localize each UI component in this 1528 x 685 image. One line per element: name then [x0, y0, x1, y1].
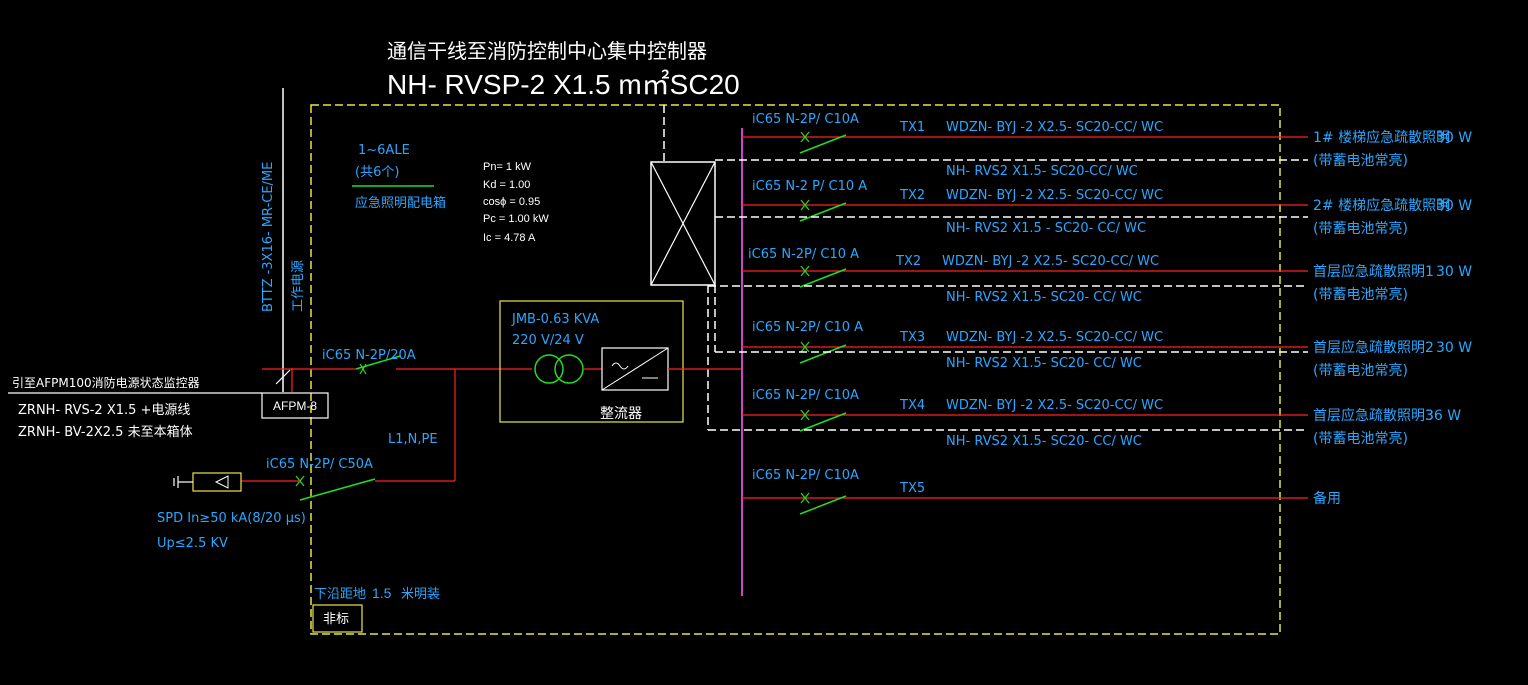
main-breaker-symbol: [355, 355, 401, 375]
box-name1: 1~6ALE: [358, 143, 410, 158]
circuit-tx: TX3: [899, 330, 925, 345]
header-title: 通信干线至消防控制中心集中控制器: [387, 39, 707, 63]
circuit-power: 30 W: [1436, 264, 1472, 280]
spd-label1: SPD In≥50 kA(8/20 μs): [157, 511, 306, 526]
circuit-breaker-blade-3: [799, 268, 847, 288]
main-breaker-label: iC65 N-2P/20A: [322, 348, 416, 363]
circuit-destination-note: (带蓄电池常亮): [1313, 286, 1408, 303]
circuit-tx: TX5: [899, 481, 925, 496]
circuit-destination-note: (带蓄电池常亮): [1313, 430, 1408, 447]
spd-label2: Up≤2.5 KV: [157, 536, 228, 551]
nonstd-label: 非标: [323, 612, 349, 627]
transformer-label1: JMB-0.63 KVA: [511, 312, 599, 327]
circuit-breaker-label: iC65 N-2P/ C10A: [752, 112, 859, 127]
circuit-signal: NH- RVS2 X1.5- SC20- CC/ WC: [946, 290, 1142, 305]
param-cos: cosϕ = 0.95: [483, 196, 540, 208]
circuit-power: 30 W: [1436, 340, 1472, 356]
box-name3: 应急照明配电箱: [355, 195, 446, 211]
circuit-breaker-blade-6: [799, 495, 847, 515]
circuit-tx: TX2: [899, 188, 925, 203]
transformer-block: [499, 300, 684, 423]
circuit-signal: NH- RVS2 X1.5- SC20- CC/ WC: [946, 434, 1142, 449]
circuit-breaker-x2-5: [800, 409, 810, 421]
spd-device: [173, 472, 242, 492]
feeder-tick: [275, 369, 291, 385]
transformer-label2: 220 V/24 V: [512, 333, 584, 348]
circuit-destination-note: (带蓄电池常亮): [1313, 362, 1408, 379]
load-parameters: Pn= 1 kW Kd = 1.00 cosϕ = 0.95 Pc = 1.00…: [483, 161, 549, 244]
circuit-breaker-blade-2: [799, 202, 847, 222]
circuit-breaker-label: iC65 N-2 P/ C10 A: [752, 179, 867, 194]
feeder-line2: ZRNH- RVS-2 X1.5 +电源线: [18, 403, 190, 418]
afpm-box: [261, 392, 329, 419]
circuit-tx: TX4: [899, 398, 925, 413]
mount-label: 下沿距地: [314, 587, 366, 602]
circuit-destination: 2# 楼梯应急疏散照明: [1313, 197, 1450, 214]
nonstd-box: [312, 604, 363, 633]
circuit-breaker-x2-4: [800, 341, 810, 353]
feeder-line3: ZRNH- BV-2X2.5 未至本箱体: [18, 424, 193, 440]
header-cable: NH- RVSP-2 X1.5 m㎡SC20: [387, 69, 740, 100]
circuit-breaker-blade-5: [799, 412, 847, 432]
circuit-destination: 首层应急疏散照明2: [1313, 339, 1434, 356]
mount-type: 米明装: [401, 587, 440, 602]
mount-height: 1.5: [372, 585, 392, 601]
circuit-breaker-x2-6: [800, 492, 810, 504]
lnpe-label: L1,N,PE: [388, 432, 438, 447]
circuit-breaker-label: iC65 N-2P/ C10 A: [752, 320, 863, 335]
circuit-signal: NH- RVS2 X1.5- SC20-CC/ WC: [946, 164, 1138, 179]
box-name2: (共6个): [355, 165, 399, 180]
circuit-breaker-x2-1: [800, 131, 810, 143]
feeder-line1: 引至AFPM100消防电源状态监控器: [12, 375, 200, 390]
circuit-tx: TX1: [899, 120, 925, 135]
rectifier-label: 整流器: [600, 406, 642, 422]
circuit-breaker-label: iC65 N-2P/ C10 A: [748, 247, 859, 262]
param-pc: Pc = 1.00 kW: [483, 213, 549, 225]
circuit-power: 30 W: [1436, 130, 1472, 146]
rectifier-symbol: [601, 347, 669, 391]
circuit-destination: 1# 楼梯应急疏散照明: [1313, 129, 1450, 146]
circuit-cable: WDZN- BYJ -2 X2.5- SC20-CC/ WC: [946, 398, 1163, 413]
circuit-tx: TX2: [895, 254, 921, 269]
control-module: [650, 161, 716, 286]
circuit-cable: WDZN- BYJ -2 X2.5- SC20-CC/ WC: [942, 254, 1159, 269]
circuit-cable: WDZN- BYJ -2 X2.5- SC20-CC/ WC: [946, 330, 1163, 345]
circuit-breaker-blade-4: [799, 344, 847, 364]
param-pn: Pn= 1 kW: [483, 161, 532, 173]
circuit-breaker-x2-2: [800, 199, 810, 211]
feeder-vertical-label: BTTZ -3X16- MR-CE/ME: [261, 162, 276, 312]
circuit-breaker-label: iC65 N-2P/ C10A: [752, 468, 859, 483]
circuit-destination: 首层应急疏散照明3: [1313, 407, 1434, 424]
circuit-cable: WDZN- BYJ -2 X2.5- SC20-CC/ WC: [946, 120, 1163, 135]
circuit-destination: 首层应急疏散照明1: [1313, 263, 1434, 280]
circuit-signal: NH- RVS2 X1.5- SC20- CC/ WC: [946, 356, 1142, 371]
afpm-label: AFPM-8: [273, 399, 317, 413]
spd-breaker-symbol: [295, 475, 376, 501]
circuit-power: 30 W: [1436, 198, 1472, 214]
spd-breaker-label: iC65 N-2P/ C50A: [266, 457, 373, 472]
circuit-breaker-blade-1: [799, 134, 847, 154]
feeder-vertical-sub: 工作电源: [291, 260, 306, 312]
circuit-destination: 备用: [1313, 490, 1341, 507]
circuit-power: 36 W: [1425, 408, 1461, 424]
circuit-destination-note: (带蓄电池常亮): [1313, 220, 1408, 237]
circuit-cable: WDZN- BYJ -2 X2.5- SC20-CC/ WC: [946, 188, 1163, 203]
circuit-signal: NH- RVS2 X1.5 - SC20- CC/ WC: [946, 221, 1146, 236]
param-kd: Kd = 1.00: [483, 179, 530, 191]
circuit-breaker-x2-3: [800, 265, 810, 277]
transformer-symbol: [534, 354, 584, 384]
circuit-breaker-label: iC65 N-2P/ C10A: [752, 388, 859, 403]
param-ic: Ic = 4.78 A: [483, 232, 536, 244]
circuit-destination-note: (带蓄电池常亮): [1313, 152, 1408, 169]
